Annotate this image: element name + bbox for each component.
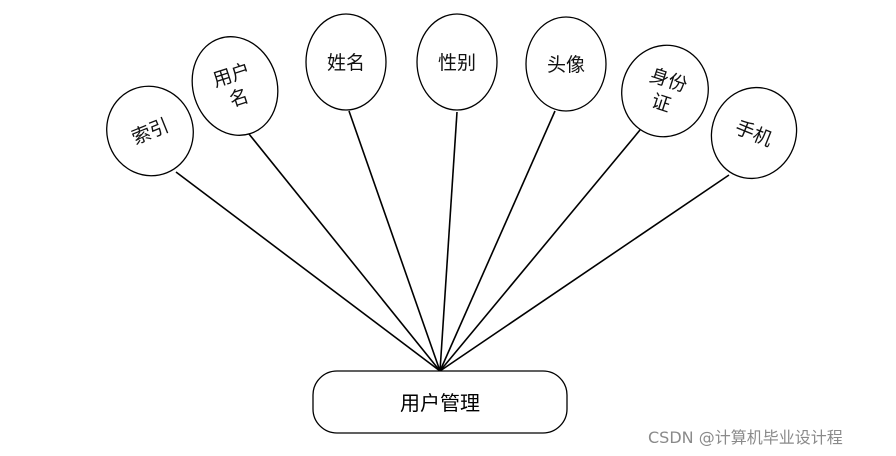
watermark: CSDN @计算机毕业设计程 [648,428,843,447]
entity-node: 用户管理 [312,370,568,434]
connector-lines [175,110,730,372]
attribute-label-name: 姓名 [327,52,365,74]
connector-gender [439,111,458,372]
attribute-phone: 手机 [710,86,798,180]
attribute-ellipse-name [305,13,387,111]
connector-username [248,133,441,372]
attribute-label-gender: 性别 [438,52,476,74]
attribute-ellipse-index [106,85,194,177]
attribute-label-avatar: 头像 [547,54,585,76]
entity-label: 用户管理 [400,391,480,415]
attribute-index: 索引 [106,85,194,177]
connector-phone [439,174,730,372]
attribute-gender: 性别 [416,13,498,111]
connector-idcard [439,129,641,372]
attribute-ellipse-gender [416,13,498,111]
attribute-idcard: 身份证 [621,44,709,138]
attribute-ellipse-avatar [525,16,607,112]
attribute-name: 姓名 [305,13,387,111]
attribute-ellipse-phone [710,86,798,180]
attribute-avatar: 头像 [525,16,607,112]
connector-name [348,110,441,372]
attribute-ellipse-idcard [621,44,709,138]
attribute-username: 用户名 [191,36,279,136]
connector-avatar [439,110,556,372]
attribute-ellipse-username [191,36,279,136]
connector-index [175,171,441,372]
entity-box [312,370,568,434]
